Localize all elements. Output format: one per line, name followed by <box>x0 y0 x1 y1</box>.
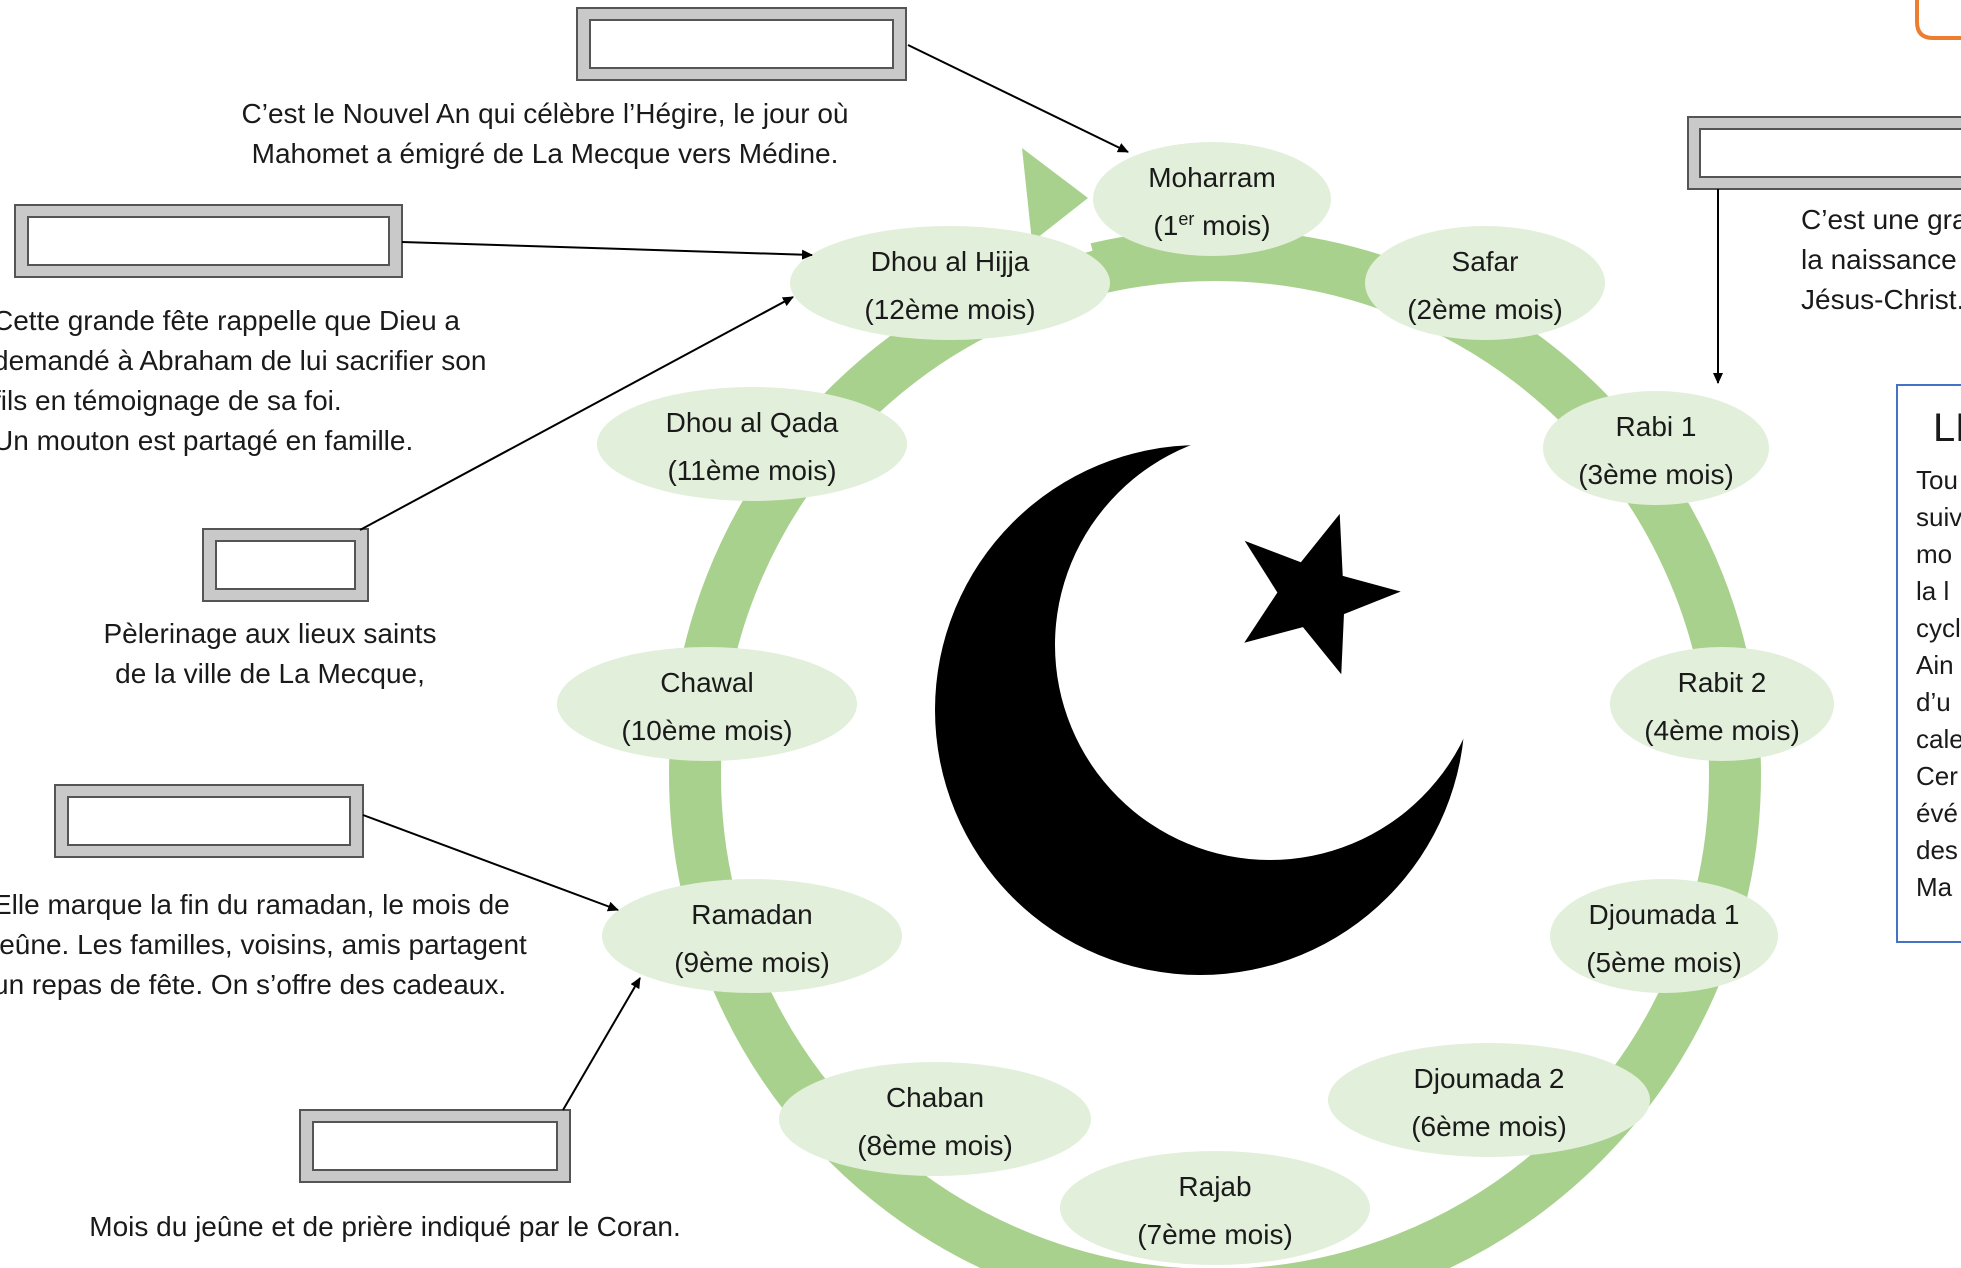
desc-birth: C’est une gra la naissance Jésus-Christ. <box>1801 204 1961 315</box>
month-rank: (5ème mois) <box>1586 947 1742 978</box>
arrow-fasting <box>562 977 641 1111</box>
month-2: Safar (2ème mois) <box>1365 226 1605 340</box>
month-rank: (6ème mois) <box>1411 1111 1567 1142</box>
month-name: Chaban <box>886 1082 984 1113</box>
legend-body: Tou suiv mo la l cycl Ain d’u cale Cer é… <box>1916 465 1961 902</box>
month-9: Ramadan (9ème mois) <box>602 879 902 993</box>
month-ellipse <box>1550 879 1778 993</box>
arrow-new-year <box>907 44 1129 153</box>
month-rank: (1er mois) <box>1153 209 1270 241</box>
arrow-end-of-ramadan <box>362 814 619 912</box>
month-name: Rabi 1 <box>1616 411 1697 442</box>
month-name: Rajab <box>1178 1171 1251 1202</box>
month-ellipse <box>779 1062 1091 1176</box>
month-6: Djoumada 2 (6ème mois) <box>1328 1043 1650 1157</box>
desc-pilgrimage: Pèlerinage aux lieux saints de la ville … <box>103 618 437 689</box>
month-ellipse <box>1060 1151 1370 1265</box>
month-name: Moharram <box>1148 162 1276 193</box>
month-ellipse <box>790 226 1110 340</box>
desc-sacrifice: Cette grande fête rappelle que Dieu a de… <box>0 305 487 456</box>
label-box-birth[interactable] <box>1687 116 1961 190</box>
month-rank: (2ème mois) <box>1407 294 1563 325</box>
month-rank: (8ème mois) <box>857 1130 1013 1161</box>
desc-new-year: C’est le Nouvel An qui célèbre l’Hégire,… <box>241 98 849 169</box>
month-name: Dhou al Qada <box>666 407 839 438</box>
crescent-icon <box>935 445 1465 975</box>
label-box-new-year[interactable] <box>576 7 907 81</box>
month-rank: (7ème mois) <box>1137 1219 1293 1250</box>
month-ellipse <box>602 879 902 993</box>
month-ellipse <box>557 647 857 761</box>
arrow-sacrifice <box>401 241 813 260</box>
month-ellipse <box>1543 391 1769 505</box>
month-name: Djoumada 1 <box>1589 899 1740 930</box>
label-box-fasting[interactable] <box>299 1109 571 1183</box>
desc-fasting: Mois du jeûne et de prière indiqué par l… <box>89 1211 681 1242</box>
month-3: Rabi 1 (3ème mois) <box>1543 391 1769 505</box>
month-11: Dhou al Qada (11ème mois) <box>597 387 907 501</box>
month-rank: (9ème mois) <box>674 947 830 978</box>
month-4: Rabit 2 (4ème mois) <box>1610 647 1834 761</box>
month-10: Chawal (10ème mois) <box>557 647 857 761</box>
month-name: Chawal <box>660 667 753 698</box>
month-5: Djoumada 1 (5ème mois) <box>1550 879 1778 993</box>
month-1: Moharram (1er mois) <box>1093 142 1331 256</box>
month-rank: (10ème mois) <box>621 715 792 746</box>
month-name: Rabit 2 <box>1678 667 1767 698</box>
month-rank: (3ème mois) <box>1578 459 1734 490</box>
month-7: Rajab (7ème mois) <box>1060 1151 1370 1265</box>
month-name: Djoumada 2 <box>1414 1063 1565 1094</box>
month-rank: (11ème mois) <box>667 455 836 486</box>
month-name: Ramadan <box>691 899 812 930</box>
legend-title: LE <box>1933 406 1961 450</box>
star-icon <box>1244 513 1401 675</box>
month-rank: (12ème mois) <box>864 294 1035 325</box>
label-box-end-of-ramadan[interactable] <box>54 784 364 858</box>
legend-box: LE Tou suiv mo la l cycl Ain d’u cale Ce… <box>1896 384 1961 943</box>
arrow-pilgrimage <box>359 296 794 531</box>
month-name: Dhou al Hijja <box>871 246 1030 277</box>
month-12: Dhou al Hijja (12ème mois) <box>790 226 1110 340</box>
month-ellipse <box>1610 647 1834 761</box>
cycle-arrowhead-icon <box>1022 148 1088 242</box>
label-box-pilgrimage[interactable] <box>202 528 369 602</box>
label-box-sacrifice[interactable] <box>14 204 403 278</box>
month-rank: (4ème mois) <box>1644 715 1800 746</box>
month-ellipse <box>1093 142 1331 256</box>
month-ellipse <box>1365 226 1605 340</box>
month-name: Safar <box>1452 246 1519 277</box>
corner-accent <box>1915 0 1961 40</box>
month-8: Chaban (8ème mois) <box>779 1062 1091 1176</box>
month-ellipse <box>1328 1043 1650 1157</box>
month-ellipse <box>597 387 907 501</box>
desc-end-of-ramadan: Elle marque la fin du ramadan, le mois d… <box>0 889 527 1000</box>
